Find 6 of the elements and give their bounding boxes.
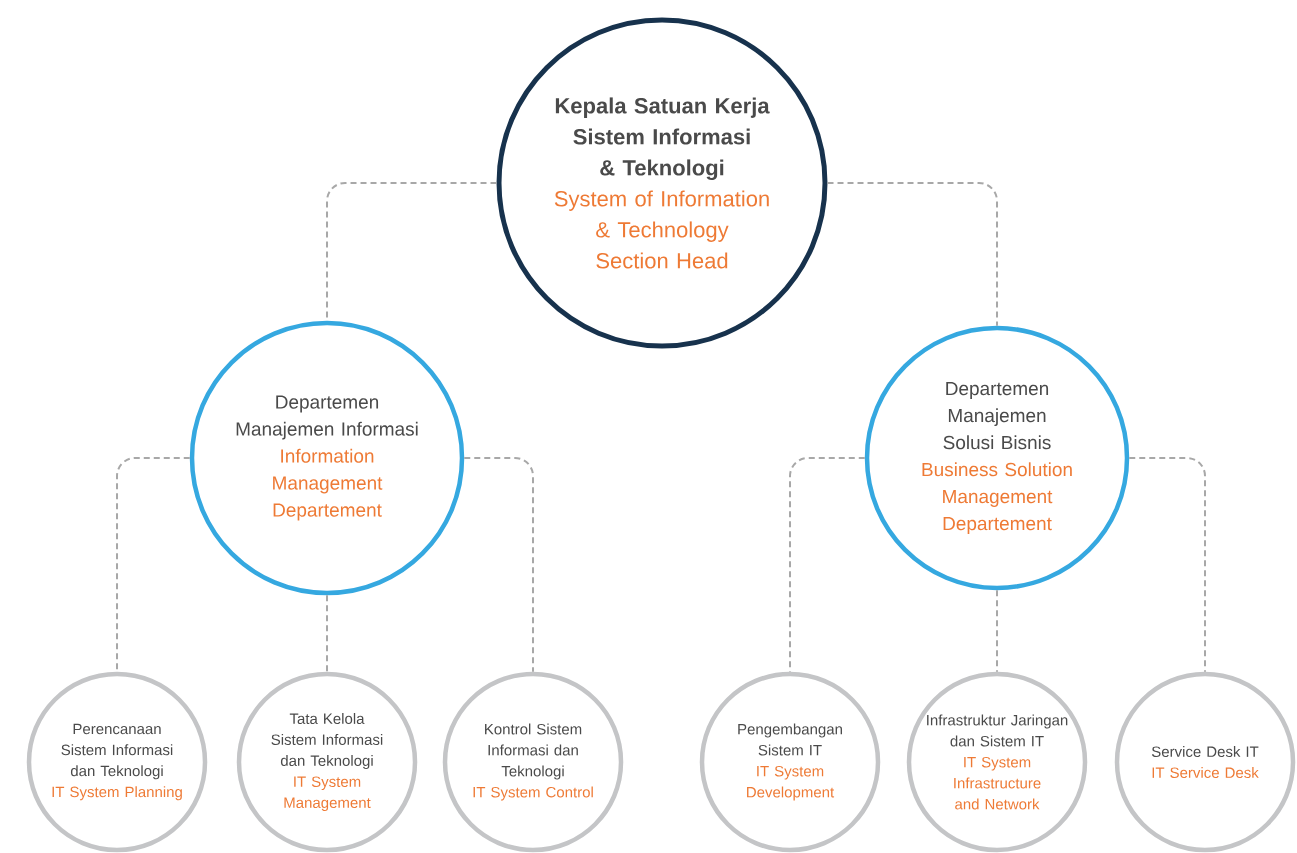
- connector-line: [996, 589, 998, 673]
- connector-line: [1128, 457, 1206, 673]
- connector-line: [789, 457, 866, 673]
- connector-line: [463, 457, 534, 673]
- connector-line: [326, 594, 328, 673]
- connector-line: [826, 182, 998, 327]
